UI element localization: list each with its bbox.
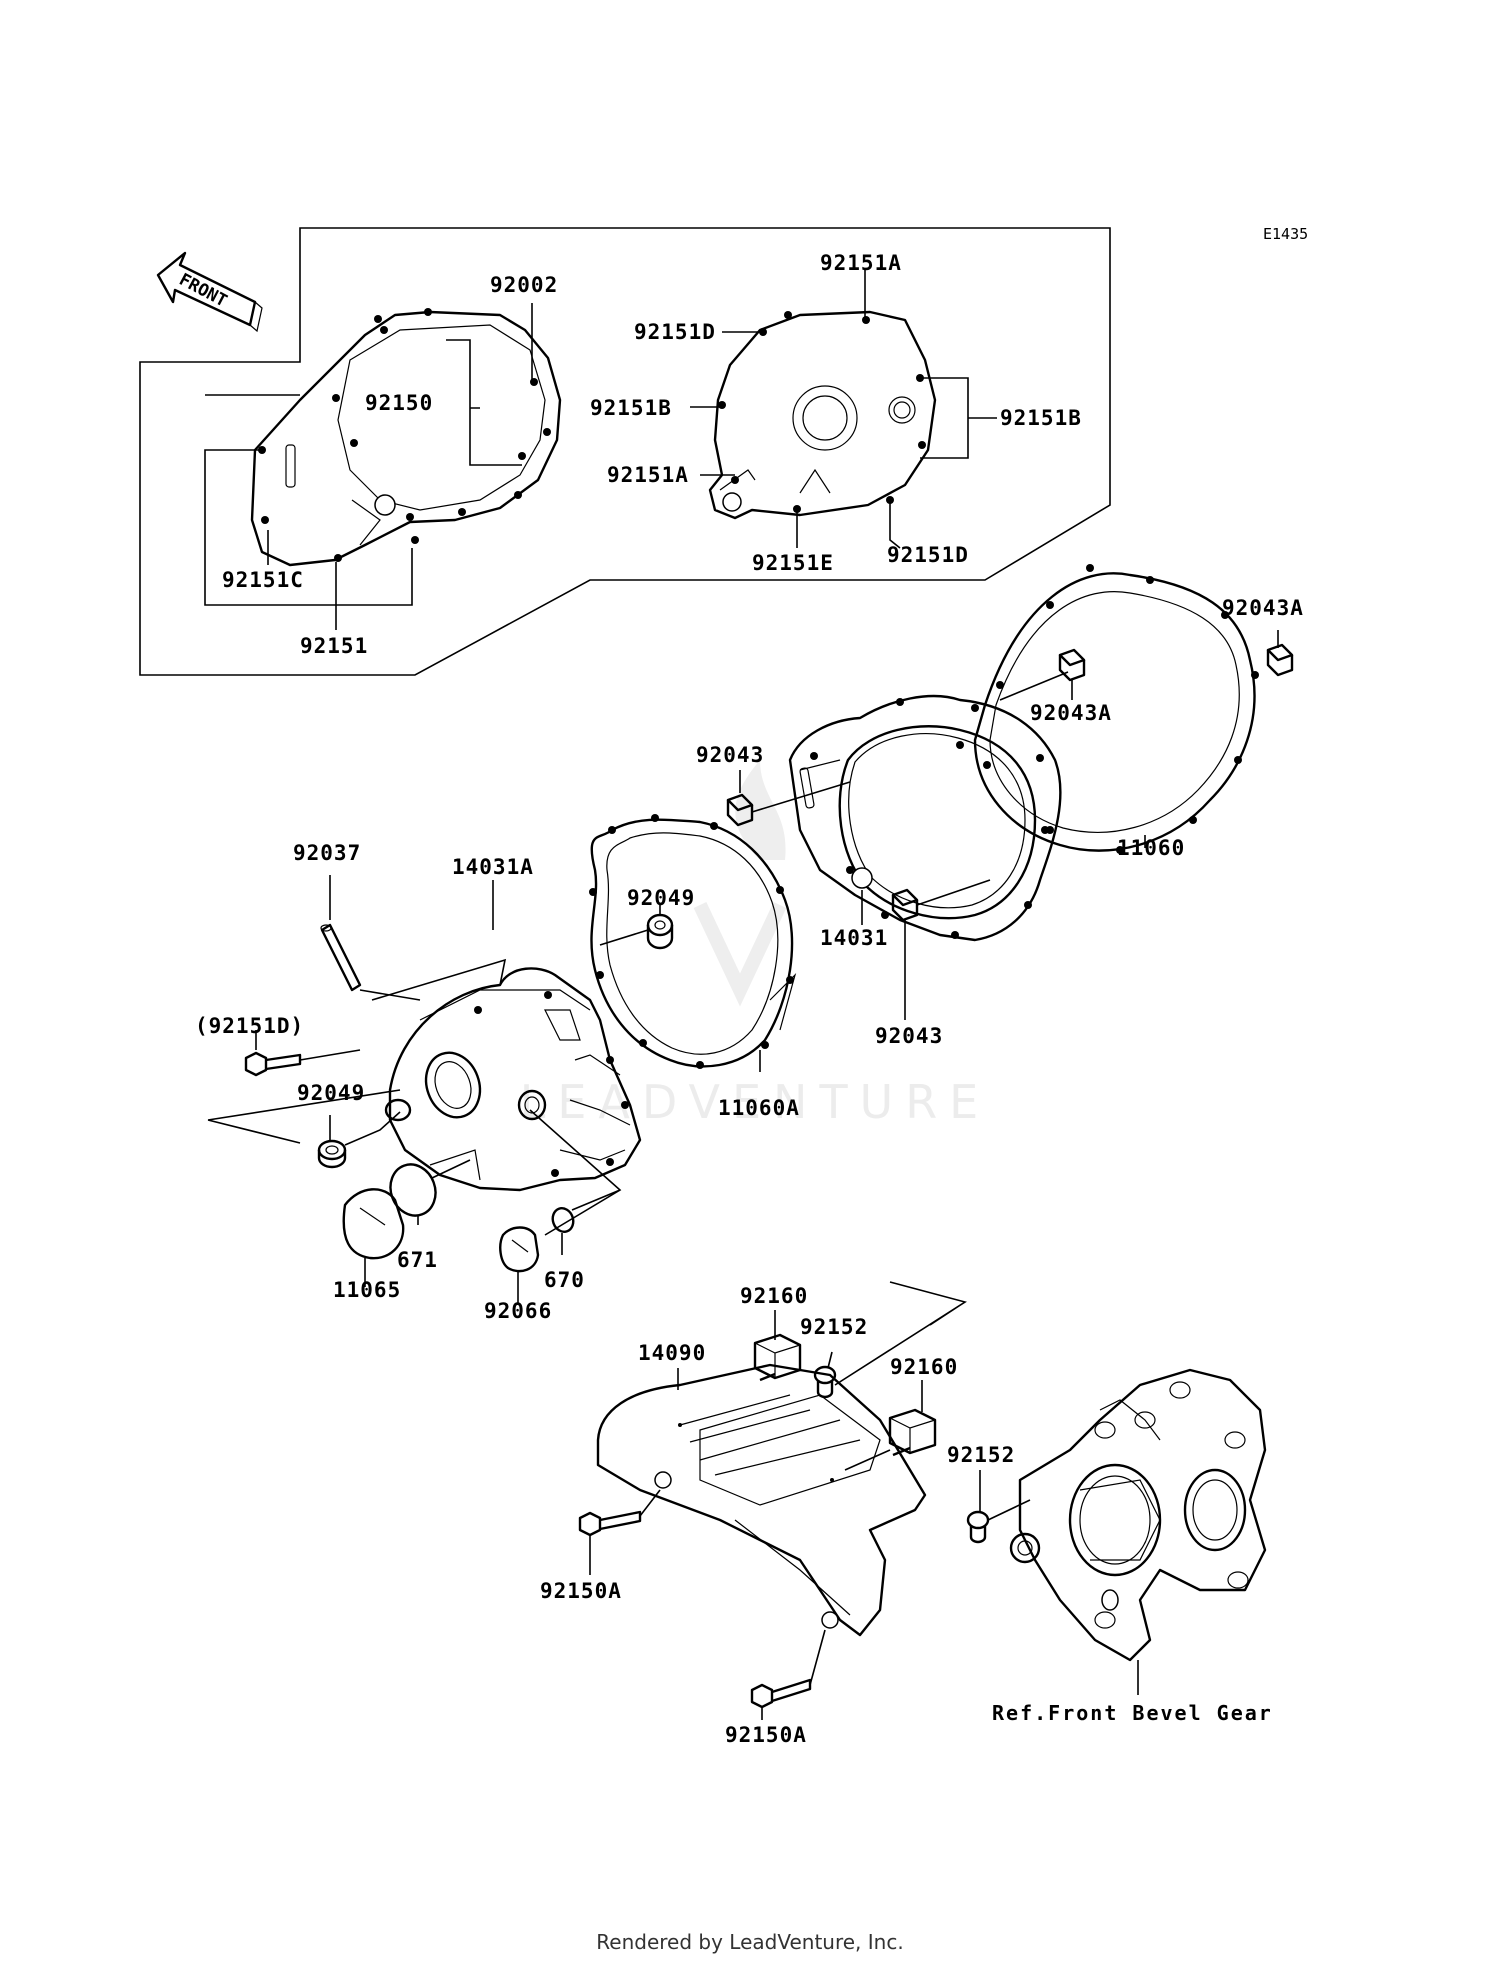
lower-cover-14090	[596, 1363, 927, 1637]
label-92150: 92150	[365, 391, 433, 415]
label-92160-top: 92160	[740, 1284, 808, 1308]
leader-92043-top	[739, 770, 851, 813]
label-14090: 14090	[638, 1341, 706, 1365]
label-92152-top: 92152	[800, 1315, 868, 1339]
reference-label: Ref.Front Bevel Gear	[992, 1701, 1273, 1725]
gasket-11060A	[589, 814, 797, 1069]
leader-92043-bottom	[904, 879, 991, 1020]
part-labels: 92002 92150 92151C 92151 92151A 92151D 9…	[195, 251, 1304, 1747]
dowel-92043A-center	[1058, 648, 1086, 682]
front-arrow-icon: FRONT	[156, 251, 263, 333]
damper-92160-right	[888, 1408, 937, 1457]
leader-92150A-left	[589, 1489, 661, 1575]
pin-92037	[320, 923, 362, 992]
leader-92151D-paren	[255, 958, 507, 1061]
leader-92043A-center	[999, 671, 1073, 701]
leader-670	[561, 1189, 621, 1255]
label-92160-right: 92160	[890, 1355, 958, 1379]
watermark-text: LEADVENTURE	[520, 1075, 991, 1129]
label-92043A-right: 92043A	[1222, 596, 1304, 620]
leader-lower-group	[834, 1281, 967, 1386]
leader-92152-top	[827, 1351, 833, 1369]
inner-cover-14031	[788, 694, 1062, 942]
label-92152-right: 92152	[947, 1443, 1015, 1467]
plug-92066	[499, 1226, 540, 1273]
footer-credit: Rendered by LeadVenture, Inc.	[596, 1930, 904, 1954]
leader-92160-right	[844, 1380, 923, 1471]
leader-92037	[329, 875, 421, 1001]
seal-ring-left	[384, 1098, 412, 1122]
cap-11065	[342, 1188, 405, 1260]
label-11065: 11065	[333, 1278, 401, 1302]
label-92043A-center: 92043A	[1030, 701, 1112, 725]
label-92037: 92037	[293, 841, 361, 865]
label-92151E: 92151E	[752, 551, 834, 575]
watermark: LEADVENTURE	[520, 760, 991, 1129]
label-11060A: 11060A	[718, 1096, 800, 1120]
dowel-92043A-right	[1266, 643, 1294, 677]
label-92150A-left: 92150A	[540, 1579, 622, 1603]
label-14031A: 14031A	[452, 855, 534, 879]
label-92151D-paren: (92151D)	[195, 1014, 304, 1038]
bolt-92150A-bottom	[750, 1678, 812, 1709]
label-11060: 11060	[1117, 836, 1185, 860]
collar-92152-top	[813, 1365, 837, 1399]
diagram-code: E1435	[1263, 225, 1308, 243]
left-cover-leaders	[204, 303, 533, 630]
outer-cover-14031A	[388, 967, 642, 1192]
dowel-92043-bottom	[891, 888, 919, 922]
label-92043-bottom: 92043	[875, 1024, 943, 1048]
label-92151C: 92151C	[222, 568, 304, 592]
label-671: 671	[397, 1248, 438, 1272]
label-92043-top: 92043	[696, 743, 764, 767]
label-92151D-top: 92151D	[634, 320, 716, 344]
bolt-92151D	[244, 1051, 302, 1077]
bolt-92150A-left	[578, 1510, 642, 1537]
gasket-11060	[973, 564, 1259, 854]
label-14031: 14031	[820, 926, 888, 950]
o-ring-670	[551, 1207, 575, 1233]
right-cover-leaders	[690, 270, 997, 549]
front-bevel-gear-housing	[1009, 1368, 1267, 1662]
leader-92049-gasket	[599, 905, 661, 946]
label-92002: 92002	[490, 273, 558, 297]
left-engine-cover-top	[250, 308, 562, 567]
label-92049-left: 92049	[297, 1081, 365, 1105]
leader-assembly-left	[207, 1089, 401, 1144]
label-92151A-mid: 92151A	[607, 463, 689, 487]
label-92151B-left: 92151B	[590, 396, 672, 420]
leader-92150A-bottom	[761, 1629, 826, 1720]
bushing-92049-gasket	[646, 913, 674, 950]
label-92049-gasket: 92049	[627, 886, 695, 910]
label-92151D-bottom: 92151D	[887, 543, 969, 567]
right-engine-cover-top	[708, 310, 937, 520]
label-92151A-top: 92151A	[820, 251, 902, 275]
label-92150A-bottom: 92150A	[725, 1723, 807, 1747]
leader-92152-right	[979, 1470, 1031, 1521]
label-670: 670	[544, 1268, 585, 1292]
upper-group-frame	[139, 227, 1111, 676]
label-92151: 92151	[300, 634, 368, 658]
damper-92160-top	[753, 1333, 802, 1382]
label-92066: 92066	[484, 1299, 552, 1323]
label-92151B-right: 92151B	[1000, 406, 1082, 430]
leader-671	[417, 1159, 471, 1225]
dowel-92043-top	[726, 793, 754, 827]
o-ring-671	[389, 1163, 437, 1217]
bushing-92049-left	[317, 1139, 347, 1169]
collar-92152-right	[966, 1510, 990, 1544]
